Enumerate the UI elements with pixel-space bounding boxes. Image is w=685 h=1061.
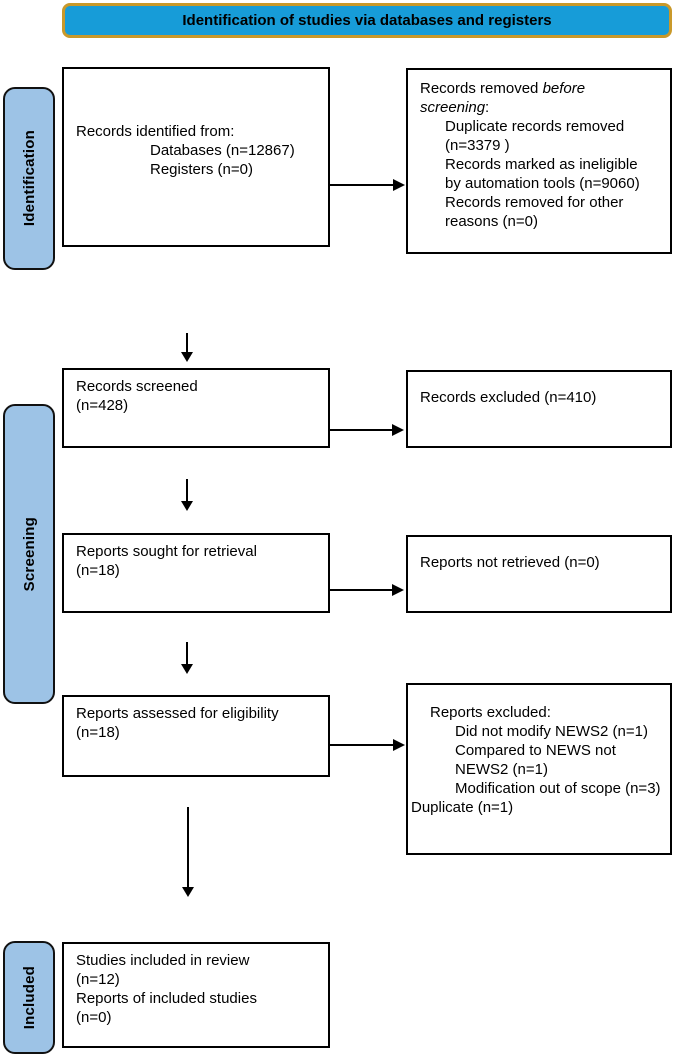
- box-text-line: Records screened: [76, 378, 198, 395]
- arrow-screened-to-sought: [181, 479, 193, 511]
- stage-included-label: Included: [20, 965, 38, 1030]
- arrow-assessed-to-included: [182, 807, 194, 897]
- box-text-line: Reports of included studies: [76, 990, 257, 1007]
- box-text-line: Compared to NEWS not: [455, 742, 616, 759]
- arrow-sought-to-assessed: [181, 642, 193, 674]
- stage-identification: Identification: [3, 87, 55, 270]
- box-studies-included: Studies included in review (n=12) Reports …: [62, 942, 330, 1048]
- box-text-line: (n=0): [76, 1009, 112, 1026]
- stage-screening: Screening: [3, 404, 55, 704]
- box-text-line: Records removed before: [420, 80, 586, 97]
- box-text-line: (n=3379 ): [445, 137, 510, 154]
- box-reports-not-retrieved: Reports not retrieved (n=0): [406, 535, 672, 613]
- box-text-line: (n=428): [76, 397, 129, 414]
- box-text-line: Did not modify NEWS2 (n=1): [455, 723, 648, 740]
- stage-included: Included: [3, 941, 55, 1054]
- box-text-line: Modification out of scope (n=3): [455, 780, 661, 797]
- box-records-identified: Records identified from:Databases (n=128…: [62, 67, 330, 247]
- box-text-line: Records removed for other: [445, 194, 624, 211]
- banner-identification-of-studies: Identification of studies via databases …: [62, 3, 672, 38]
- box-text-line: Records excluded (n=410): [420, 389, 597, 406]
- box-text-line: Registers (n=0): [150, 160, 253, 178]
- stage-screening-label: Screening: [20, 516, 38, 592]
- box-text-line: Reports assessed for eligibility: [76, 705, 279, 722]
- arrow-screened-to-excluded: [330, 424, 404, 436]
- box-text-line: Reports not retrieved (n=0): [420, 554, 600, 571]
- arrow-identified-to-removed: [330, 179, 405, 191]
- box-text-line: (n=12): [76, 971, 120, 988]
- box-text-line: Duplicate records removed: [445, 118, 625, 135]
- arrow-sought-to-not-retrieved: [330, 584, 404, 596]
- box-text-line: Databases (n=12867): [150, 141, 295, 159]
- box-reports-excluded: Reports excluded: Did not modify NEWS2 (n…: [406, 683, 672, 855]
- arrow-identified-to-screened: [181, 333, 193, 362]
- box-text-line: (n=18): [76, 724, 120, 741]
- box-text-line: reasons (n=0): [445, 213, 538, 230]
- box-reports-sought-retrieval: Reports sought for retrieval (n=18): [62, 533, 330, 613]
- stage-identification-label: Identification: [20, 130, 38, 227]
- box-records-excluded: Records excluded (n=410): [406, 370, 672, 448]
- box-text-line: Reports sought for retrieval: [76, 543, 257, 560]
- box-text-line: screening:: [420, 99, 490, 116]
- box-text-line: Records marked as ineligible: [445, 156, 638, 173]
- box-text-line: Reports excluded:: [430, 704, 551, 721]
- box-records-screened: Records screened (n=428): [62, 368, 330, 448]
- box-text-line: Duplicate (n=1): [411, 799, 514, 816]
- box-records-removed-before-screening: Records removed before screening: Duplicat…: [406, 68, 672, 254]
- box-text-line: Studies included in review: [76, 952, 250, 969]
- box-text-line: (n=18): [76, 562, 120, 579]
- arrow-assessed-to-excluded: [330, 739, 405, 751]
- box-text-line: Records identified from:: [76, 122, 235, 140]
- banner-label: Identification of studies via databases …: [182, 12, 552, 29]
- box-text-line: by automation tools (n=9060): [445, 175, 640, 192]
- box-reports-assessed-eligibility: Reports assessed for eligibility (n=18): [62, 695, 330, 777]
- box-text-line: NEWS2 (n=1): [455, 761, 548, 778]
